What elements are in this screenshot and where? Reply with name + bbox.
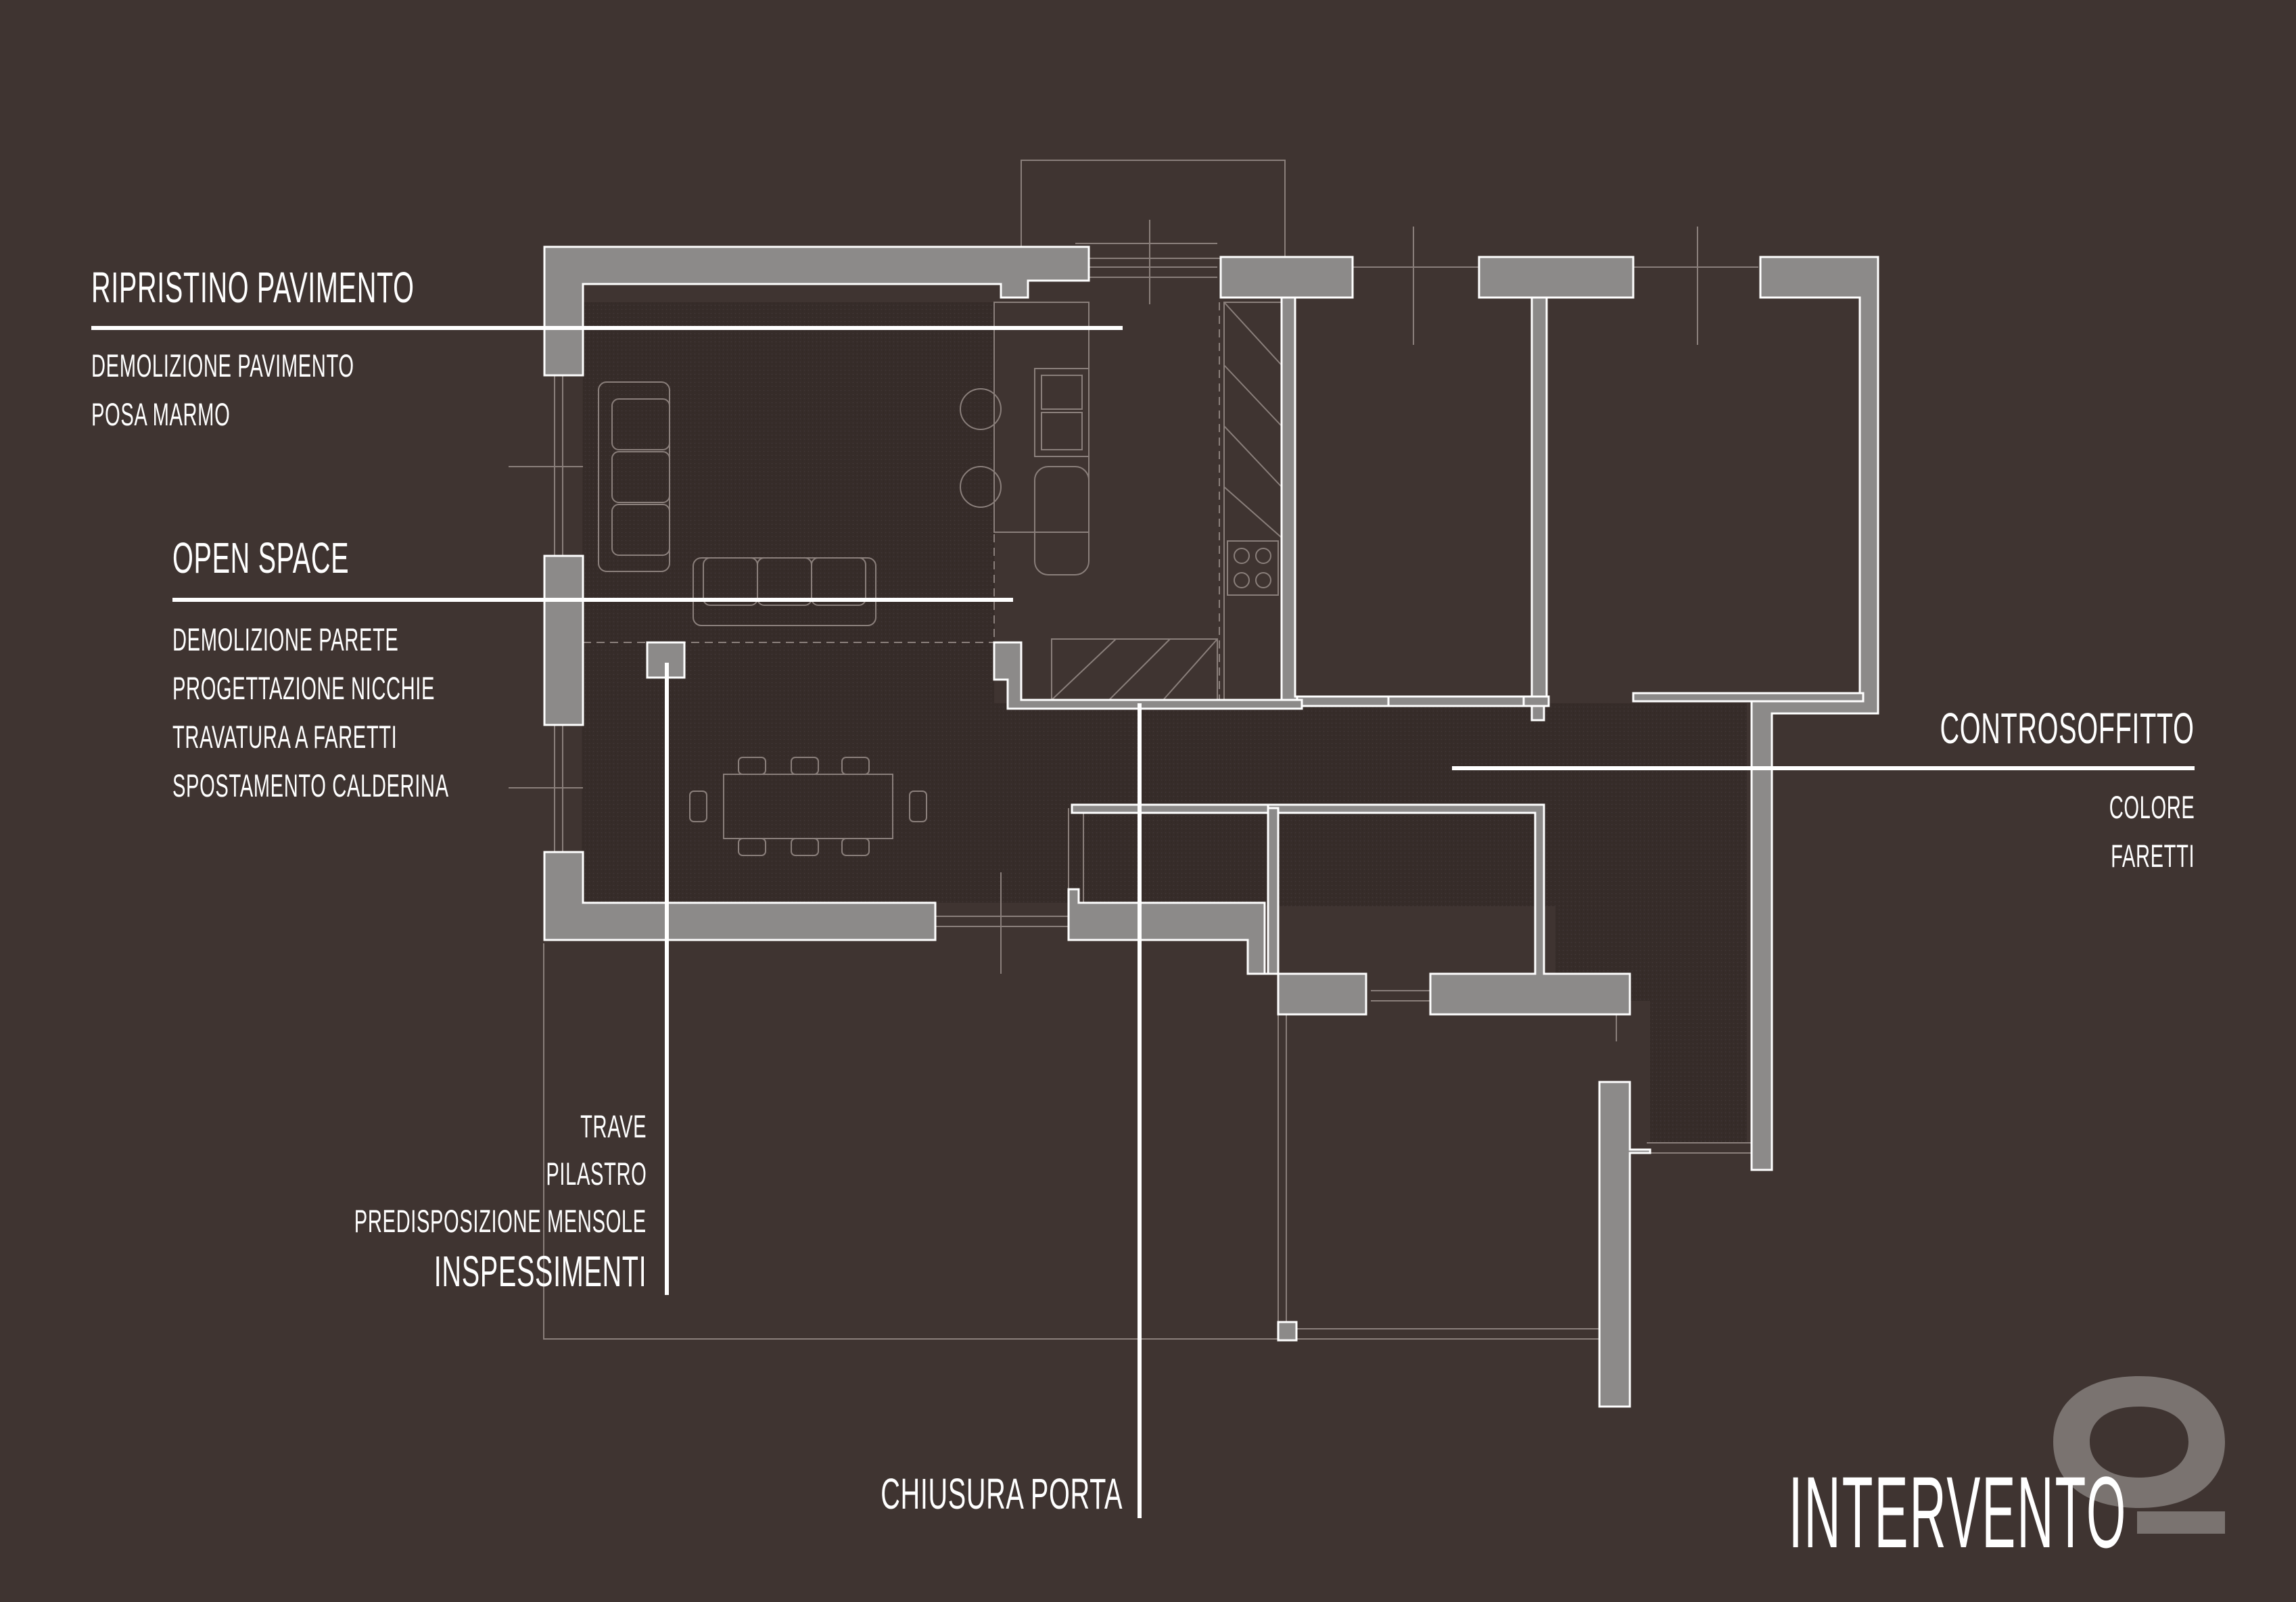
- wall-living-west-mid: [543, 555, 584, 726]
- wall-kitchen-south: [993, 641, 1303, 710]
- wall-kitchen-east: [1280, 296, 1303, 710]
- ripristino-item: DEMOLIZIONE PAVIMENTO: [91, 348, 354, 383]
- construction-lines: [509, 160, 1758, 1340]
- wall-room-south-2: [1387, 695, 1525, 707]
- wall-room-north-1: [1219, 256, 1354, 299]
- ripristino-item: POSA MARMO: [91, 396, 231, 432]
- wall-room-divider: [1530, 296, 1548, 722]
- brand-wordmark: INTERVENTO: [1788, 1455, 2127, 1569]
- inspessimenti-item: TRAVE: [580, 1108, 647, 1144]
- walls: [543, 245, 1879, 1408]
- wall-room-north-3: [1750, 256, 1879, 1171]
- controsoffitto-title: CONTROSOFFITTO: [1940, 704, 2195, 753]
- wall-corridor-south: [1632, 692, 1865, 703]
- controsoffitto-item: FARETTI: [2110, 838, 2195, 874]
- floor-area: [582, 302, 1747, 1143]
- controsoffitto-item: COLORE: [2109, 789, 2195, 825]
- ripristino-title: RIPRISTINO PAVIMENTO: [91, 263, 415, 312]
- inspessimenti-item: PILASTRO: [545, 1156, 647, 1192]
- open-space-item: SPOSTAMENTO CALDERINA: [172, 768, 449, 803]
- wall-living-north: [543, 245, 1090, 377]
- leader-lines: [91, 326, 2195, 1518]
- open-space-item: TRAVATURA A FARETTI: [172, 719, 398, 755]
- wall-room-north-2: [1478, 256, 1635, 299]
- open-space-title: OPEN SPACE: [172, 534, 350, 582]
- wall-east-lower: [1598, 1081, 1651, 1408]
- pillar-small: [1277, 1321, 1298, 1342]
- chiusura-porta-title: CHIUSURA PORTA: [881, 1469, 1123, 1518]
- living-furniture: [598, 381, 927, 856]
- open-space-item: PROGETTAZIONE NICCHIE: [172, 670, 436, 706]
- intervento-logo-icon: [2053, 1376, 2225, 1534]
- wall-south-mid: [1067, 888, 1367, 1016]
- inspessimenti-item: PREDISPOSIZIONE MENSOLE: [354, 1203, 647, 1239]
- wall-corridor-north-1: [1071, 803, 1269, 814]
- open-space-item: DEMOLIZIONE PARETE: [172, 621, 399, 657]
- wall-living-southwest: [543, 851, 937, 941]
- inspessimenti-title: INSPESSIMENTI: [434, 1247, 647, 1296]
- wall-bath-divider: [1267, 807, 1280, 975]
